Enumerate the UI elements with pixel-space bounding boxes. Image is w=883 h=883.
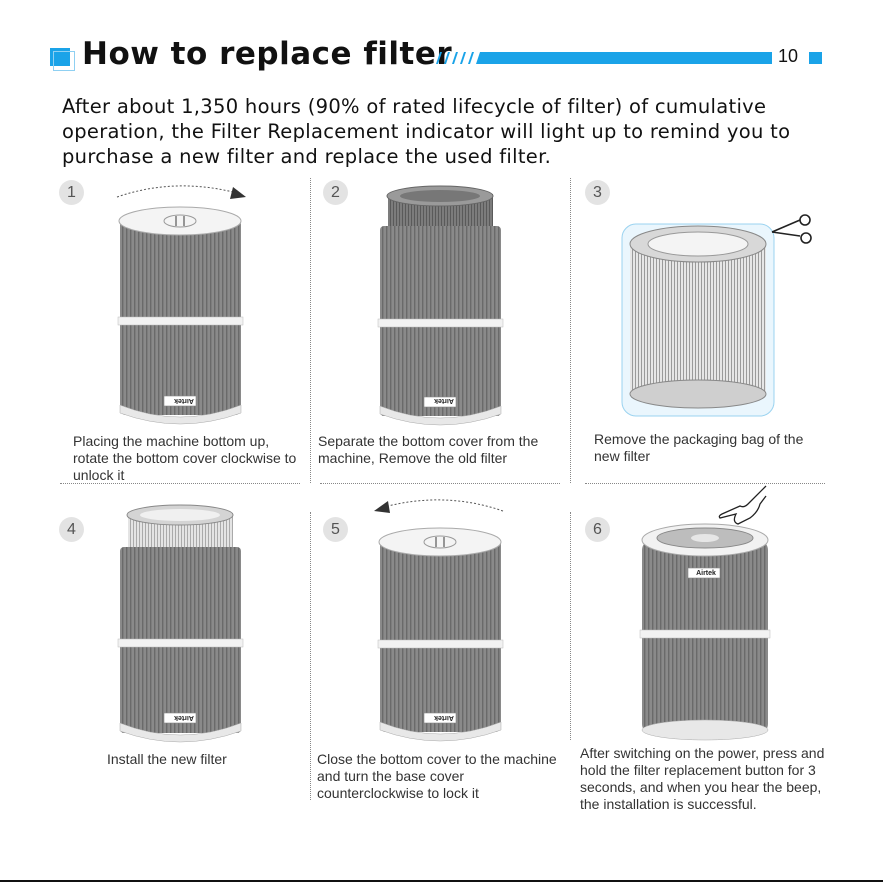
brand-label: Airtek [434,714,454,721]
step-caption-2: Separate the bottom cover from the machi… [318,433,539,466]
vertical-divider [310,178,311,483]
step-number-3: 3 [585,180,610,205]
step-caption-5: Close the bottom cover to the machine an… [317,751,557,801]
purifier-illustration-5 [377,527,504,742]
step-caption-1: Placing the machine bottom up, rotate th… [73,433,297,483]
purifier-new-filter-illustration [117,504,244,743]
step-number-2: 2 [323,180,348,205]
step-number-6: 6 [585,517,610,542]
brand-label: Airtek [174,714,194,721]
vertical-divider [310,512,311,800]
step-caption-3: Remove the packaging bag of the new filt… [594,431,804,464]
page-number-square-icon [809,52,822,64]
purifier-old-filter-illustration [377,185,504,426]
scissors-icon [771,214,812,244]
clockwise-arrow-icon [116,185,246,199]
step-number-5: 5 [323,517,348,542]
purifier-illustration-1 [117,206,244,425]
horizontal-divider [585,483,825,484]
purifier-upright-illustration [639,523,771,741]
header-square-icon [50,48,75,71]
counterclockwise-arrow-icon [374,499,504,513]
new-filter-in-bag-illustration [621,223,775,417]
page-title: How to replace filter [82,36,453,72]
horizontal-divider [60,483,300,484]
intro-paragraph: After about 1,350 hours (90% of rated li… [62,95,791,168]
hand-pressing-icon [718,485,767,525]
horizontal-divider [320,483,560,484]
brand-label: Airtek [174,397,194,404]
brand-label: Airtek [434,397,454,404]
page-number: 10 [778,46,799,66]
step-number-4: 4 [59,517,84,542]
brand-label: Airtek [696,570,716,577]
vertical-divider [570,512,571,740]
vertical-divider [570,178,571,483]
step-caption-6: After switching on the power, press and … [580,745,825,812]
bottom-rule [0,880,883,882]
header-stripe-bar [436,52,772,64]
step-number-1: 1 [59,180,84,205]
step-caption-4: Install the new filter [107,751,227,767]
